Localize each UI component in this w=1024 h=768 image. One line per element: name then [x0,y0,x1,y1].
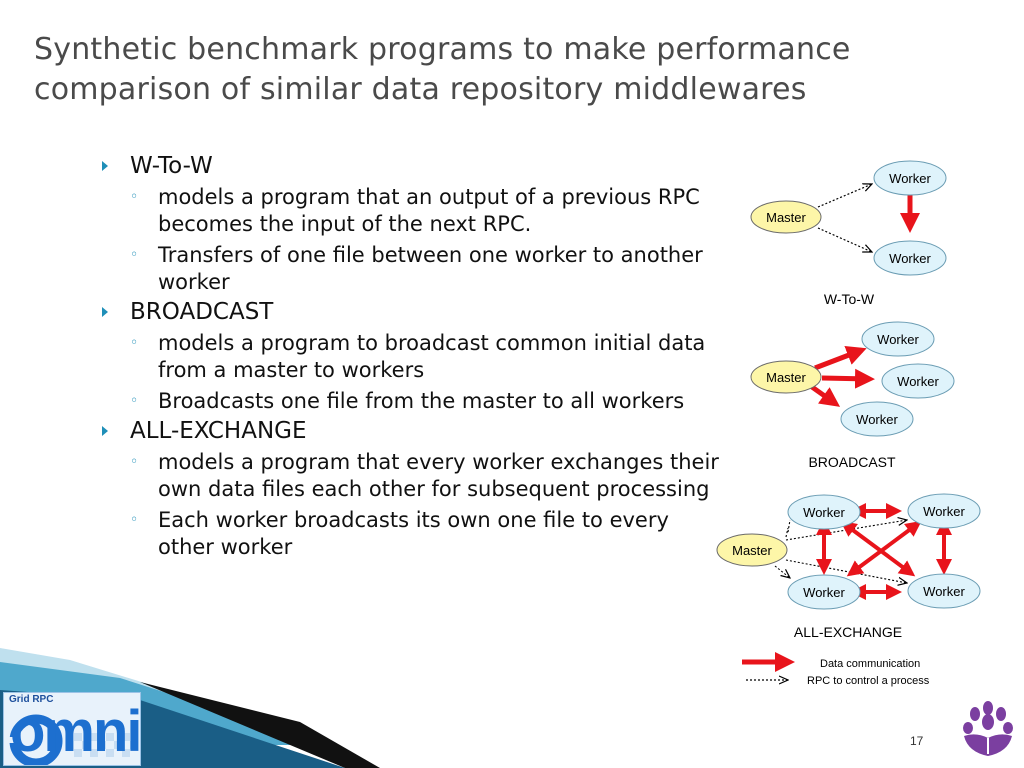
bullet-heading: W-To-W [130,153,213,179]
all-exchange-caption: ALL-EXCHANGE [794,624,902,640]
worker-label: Worker [889,171,931,186]
master-label: Master [766,370,806,385]
rpc-arrow [817,184,872,208]
worker-node [861,321,935,357]
master-label: Master [766,210,806,225]
worker-node [907,493,981,529]
bullet-w-to-w: W-To-W [100,152,720,180]
data-arrow [810,384,841,407]
data-arrow [814,346,867,371]
band-black [140,682,380,768]
worker-label: Worker [923,584,965,599]
triangle-bullet-icon [102,161,108,171]
bullet-broadcast: BROADCAST [100,298,720,326]
w-to-w-caption: W-To-W [824,291,875,307]
legend: Data communication RPC to control a proc… [742,652,930,687]
circle-bullet-icon: ◦ [130,454,139,470]
sub-bullet: ◦ models a program that every worker exch… [100,449,720,503]
triangle-bullet-icon [102,307,108,317]
sub-bullet-text: models a program to broadcast common ini… [158,331,706,382]
bullet-list: W-To-W ◦ models a program that an output … [100,150,720,561]
sub-bullet: ◦ Transfers of one file between one worke… [100,242,720,296]
all-exchange-diagram: Master Worker Worker Worker Worker ALL-E… [716,493,981,640]
w-to-w-diagram: Master Worker Worker W-To-W [750,160,947,307]
rpc-arrow [774,565,790,578]
worker-label: Worker [803,585,845,600]
circle-bullet-icon: ◦ [130,512,139,528]
worker-label: Worker [803,505,845,520]
legend-data-label: Data communication [820,658,920,670]
worker-label: Worker [923,504,965,519]
worker-node [881,363,955,399]
rpc-arrow [787,519,791,533]
sub-bullet-text: Transfers of one file between one worker… [158,243,703,294]
master-label: Master [732,543,772,558]
worker-node [907,573,981,609]
sub-bullet-text: models a program that an output of a pre… [158,185,700,236]
logo-caption: Grid RPC [9,694,54,705]
data-arrow [846,520,922,577]
sub-bullet: ◦ models a program to broadcast common in… [100,330,720,384]
master-node [716,533,788,567]
worker-label: Worker [856,412,898,427]
university-emblem-icon [963,701,1013,756]
worker-node [873,160,947,196]
slide-title: Synthetic benchmark programs to make per… [34,32,851,107]
worker-label: Worker [889,251,931,266]
worker-node [787,574,861,610]
bullet-heading: BROADCAST [130,299,274,325]
triangle-bullet-icon [102,426,108,436]
master-node [750,200,822,234]
worker-node [787,494,861,530]
sub-bullet: ◦ Each worker broadcasts its own one file… [100,507,720,561]
sub-bullet-text: Each worker broadcasts its own one file … [158,508,669,559]
circle-bullet-icon: ◦ [130,247,139,263]
worker-node [873,240,947,276]
sub-bullet-text: Broadcasts one file from the master to a… [158,389,685,413]
bullet-heading: ALL-EXCHANGE [130,418,307,444]
worker-label: Worker [877,332,919,347]
bullet-all-exchange: ALL-EXCHANGE [100,417,720,445]
legend-rpc-label: RPC to control a process [807,675,930,687]
data-arrow [821,368,875,389]
logo-word: omni [10,699,141,764]
worker-label: Worker [897,374,939,389]
omni-logo: Grid RPC omni [3,692,141,766]
rpc-arrow [817,227,872,252]
sub-bullet-text: models a program that every worker excha… [158,450,719,501]
worker-node [840,401,914,437]
master-node [750,360,822,394]
circle-bullet-icon: ◦ [130,393,139,409]
broadcast-caption: BROADCAST [808,454,896,470]
circle-bullet-icon: ◦ [130,335,139,351]
sub-bullet: ◦ Broadcasts one file from the master to … [100,388,720,415]
page-number: 17 [910,734,924,748]
rpc-arrow [785,527,789,538]
broadcast-diagram: Master Worker Worker Worker BROADCAST [750,321,955,470]
sub-bullet: ◦ models a program that an output of a pr… [100,184,720,238]
circle-bullet-icon: ◦ [130,189,139,205]
logo-checker-icon [8,714,138,765]
